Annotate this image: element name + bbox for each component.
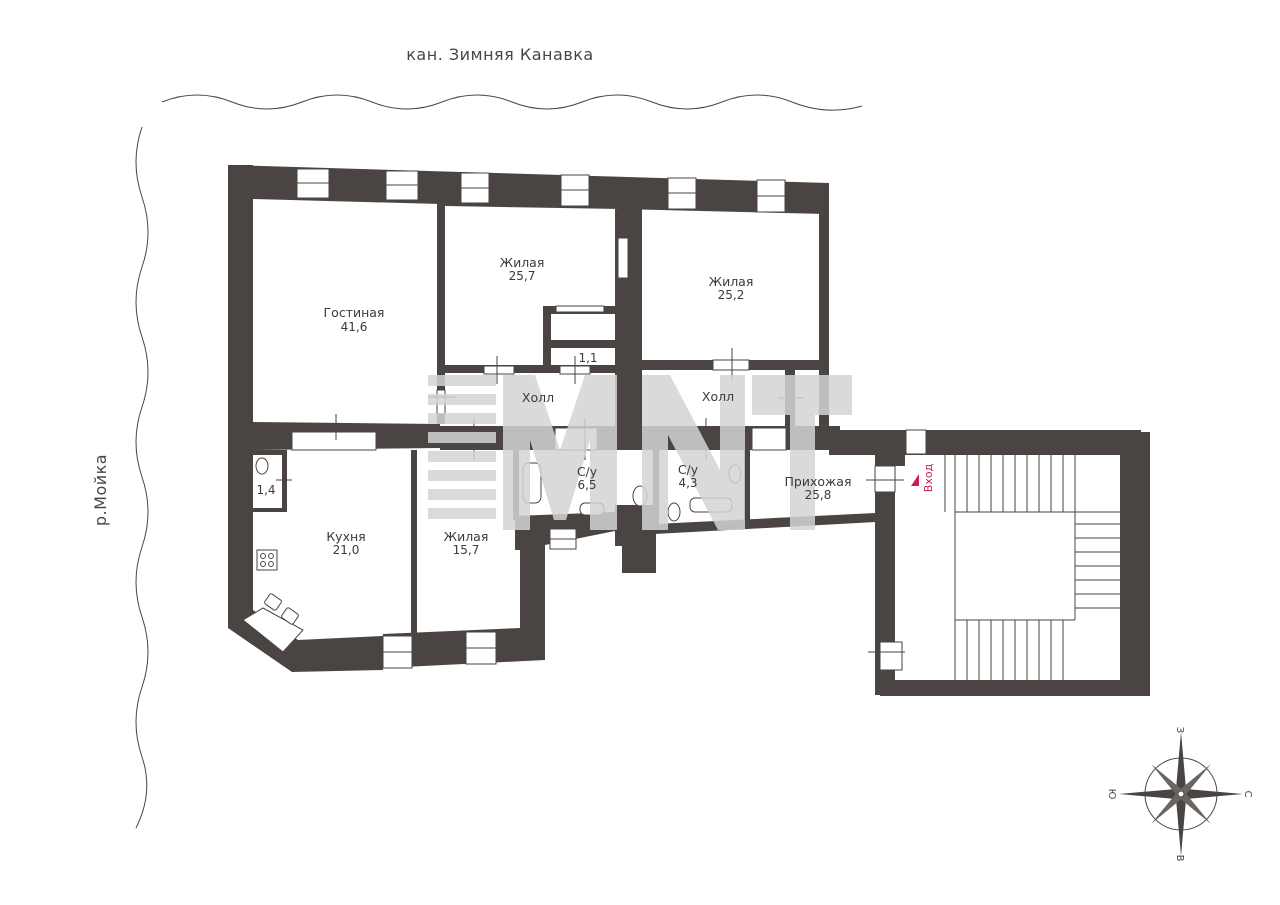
kitchen-sink-icon — [264, 593, 282, 611]
room-bath1-area: 6,5 — [577, 478, 596, 492]
sink-icon — [255, 457, 269, 475]
room-bath2-area: 4,3 — [678, 476, 697, 490]
compass-east: В — [1174, 855, 1185, 862]
staircase — [905, 455, 1120, 680]
river-label: р.Мойка — [91, 454, 110, 526]
room-living-area: 41,6 — [341, 320, 368, 334]
room-entrance-name: Прихожая — [785, 474, 852, 489]
canal-label: кан. Зимняя Канавка — [406, 45, 593, 64]
entrance-label: Вход — [922, 463, 935, 492]
compass-north: С — [1242, 791, 1253, 798]
room-entrance-area: 25,8 — [805, 488, 832, 502]
watermark-logo — [428, 375, 852, 530]
windows — [242, 168, 927, 671]
room-living-name: Гостиная — [324, 305, 385, 320]
river-line — [135, 126, 149, 829]
room-labels: Гостиная 41,6 Жилая 25,7 Жилая 25,2 1,1 … — [256, 255, 851, 557]
room-bedroom1-area: 25,7 — [509, 269, 536, 283]
toilet-icon — [667, 502, 681, 522]
room-bedroom2-area: 25,2 — [718, 288, 745, 302]
compass-west: З — [1174, 727, 1185, 733]
room-hall1-name: Холл — [522, 390, 554, 405]
stove-icon — [256, 549, 278, 571]
room-bath1-name: С/у — [577, 464, 598, 479]
compass-rose: С Ю В З — [1106, 727, 1253, 862]
room-bedroom2-name: Жилая — [709, 274, 754, 289]
room-bedroom1-name: Жилая — [500, 255, 545, 270]
room-bath2-name: С/у — [678, 462, 699, 477]
entrance-arrow-icon — [911, 474, 919, 486]
room-closet-area: 1,1 — [578, 351, 597, 365]
canal-line — [161, 94, 863, 111]
room-hall2-name: Холл — [702, 389, 734, 404]
room-bedroom3-area: 15,7 — [453, 543, 480, 557]
room-bedroom3-name: Жилая — [444, 529, 489, 544]
compass-south: Ю — [1106, 789, 1117, 800]
entrance-marker: Вход — [911, 463, 935, 492]
room-wc-area: 1,4 — [256, 483, 275, 497]
room-kitchen-name: Кухня — [326, 529, 365, 544]
room-kitchen-area: 21,0 — [333, 543, 360, 557]
